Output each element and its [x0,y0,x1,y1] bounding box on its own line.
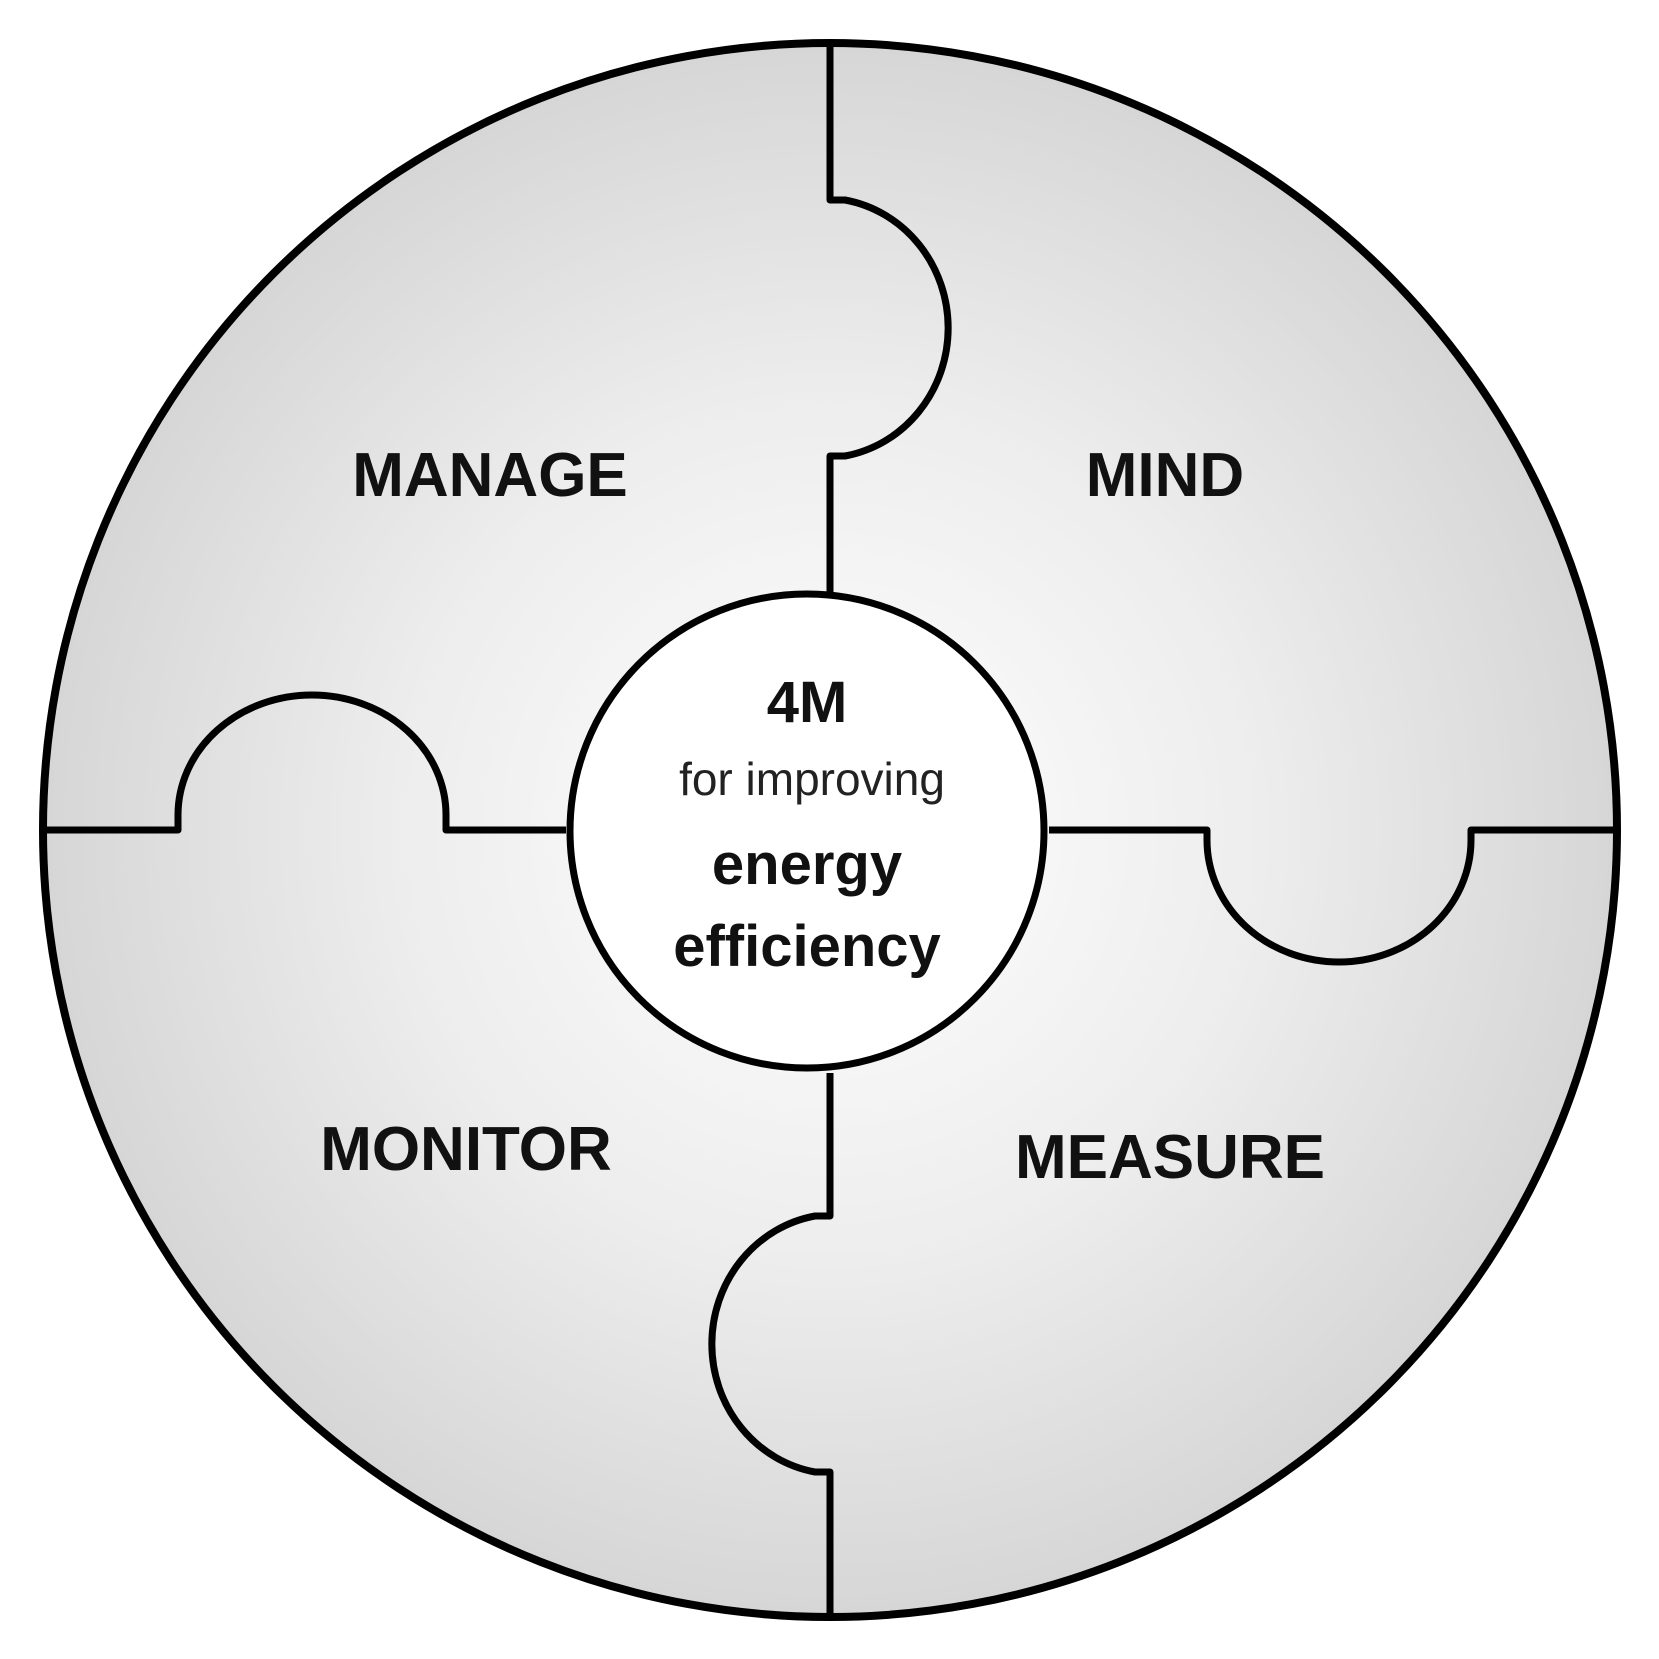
label-manage: MANAGE [352,441,628,510]
seam-left [43,691,566,834]
outer-ring [39,39,1621,1621]
center-hub [566,590,1048,1072]
label-monitor: MONITOR [320,1115,612,1184]
label-measure: MEASURE [1015,1123,1325,1192]
seam-bottom [708,1073,834,1617]
center-energy: energy [712,832,902,897]
center-subtitle: for improving [679,753,945,805]
center-efficiency: efficiency [673,914,941,979]
seam-right [1049,826,1617,966]
seam-top [826,43,952,598]
label-mind: MIND [1086,441,1244,510]
center-title: 4M [767,670,848,735]
